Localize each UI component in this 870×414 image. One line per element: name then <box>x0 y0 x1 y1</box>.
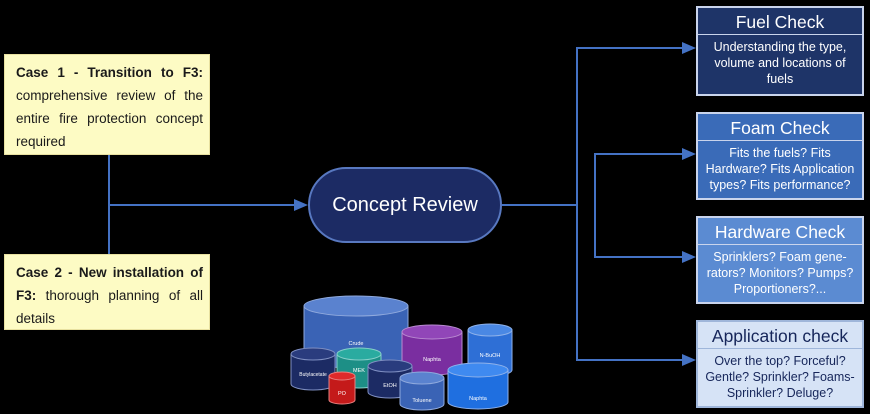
application-check-title: Application check <box>698 322 862 349</box>
arrow-to-foam <box>682 148 696 160</box>
foam-check-text: Fits the fuels? Fits Hardware? Fits Appl… <box>705 146 855 192</box>
foam-check-title: Foam Check <box>698 114 862 141</box>
branch-application <box>576 359 684 361</box>
fuel-check-box: Fuel Check Understanding the type, volum… <box>696 6 864 96</box>
tank-label-etoh: EtOH <box>383 383 396 389</box>
tank-label-naphta-1: Naphta <box>423 357 442 363</box>
case-2-box: Case 2 - New installation of F3: thoroug… <box>4 254 210 330</box>
fuel-check-title: Fuel Check <box>698 8 862 35</box>
case-1-title: Case 1 - Transition to F3: <box>16 65 203 80</box>
case-connector-horizontal <box>108 204 298 206</box>
concept-review-node: Concept Review <box>308 167 502 243</box>
tank-naphta-blue: Naphta <box>447 362 509 410</box>
fuel-check-text: Understanding the type, volume and locat… <box>713 40 847 86</box>
branch-foam <box>594 153 684 155</box>
hardware-check-title: Hardware Check <box>698 218 862 245</box>
tank-label-crude: Crude <box>349 341 364 347</box>
hardware-check-box: Hardware Check Sprinklers? Foam gene-rat… <box>696 216 864 304</box>
arrow-to-fuel <box>682 42 696 54</box>
branch-fuel <box>576 47 684 49</box>
branch-vertical-outer <box>576 47 578 360</box>
application-check-box: Application check Over the top? Forceful… <box>696 320 864 408</box>
tank-naphta-purple: Naphta <box>401 324 463 376</box>
tank-label-mek: MEK <box>353 368 365 374</box>
hardware-check-text: Sprinklers? Foam gene-rators? Monitors? … <box>706 250 854 296</box>
foam-check-box: Foam Check Fits the fuels? Fits Hardware… <box>696 112 864 200</box>
storage-tanks-illustration: Crude Naphta N-BuOH Butylacetate MEK EtO… <box>290 295 513 411</box>
tank-toluene: Toluene <box>399 371 445 411</box>
concept-out-line <box>502 204 578 206</box>
case-1-text: comprehensive review of the entire fire … <box>16 88 203 149</box>
tank-label-nbuoh: N-BuOH <box>480 353 501 359</box>
branch-hardware <box>594 256 684 258</box>
tank-butylacetate: Butylacetate <box>290 347 336 391</box>
application-check-text: Over the top? Forceful? Gentle? Sprinkle… <box>705 354 855 400</box>
tank-label-po: PO <box>338 391 347 397</box>
tank-label-butylacetate: Butylacetate <box>299 372 327 378</box>
case-1-box: Case 1 - Transition to F3: comprehensive… <box>4 54 210 155</box>
concept-review-label: Concept Review <box>332 193 478 216</box>
case-2-text: thorough planning of all details <box>16 288 203 326</box>
arrow-to-hardware <box>682 251 696 263</box>
arrow-to-application <box>682 354 696 366</box>
tank-label-naphta-2: Naphta <box>469 396 488 402</box>
case-2-title: Case 2 - New installation of F3: <box>16 265 203 303</box>
tank-label-toluene: Toluene <box>412 398 431 404</box>
tank-po: PO <box>328 371 356 405</box>
arrow-to-concept <box>294 199 308 211</box>
branch-vertical-inner <box>594 153 596 257</box>
